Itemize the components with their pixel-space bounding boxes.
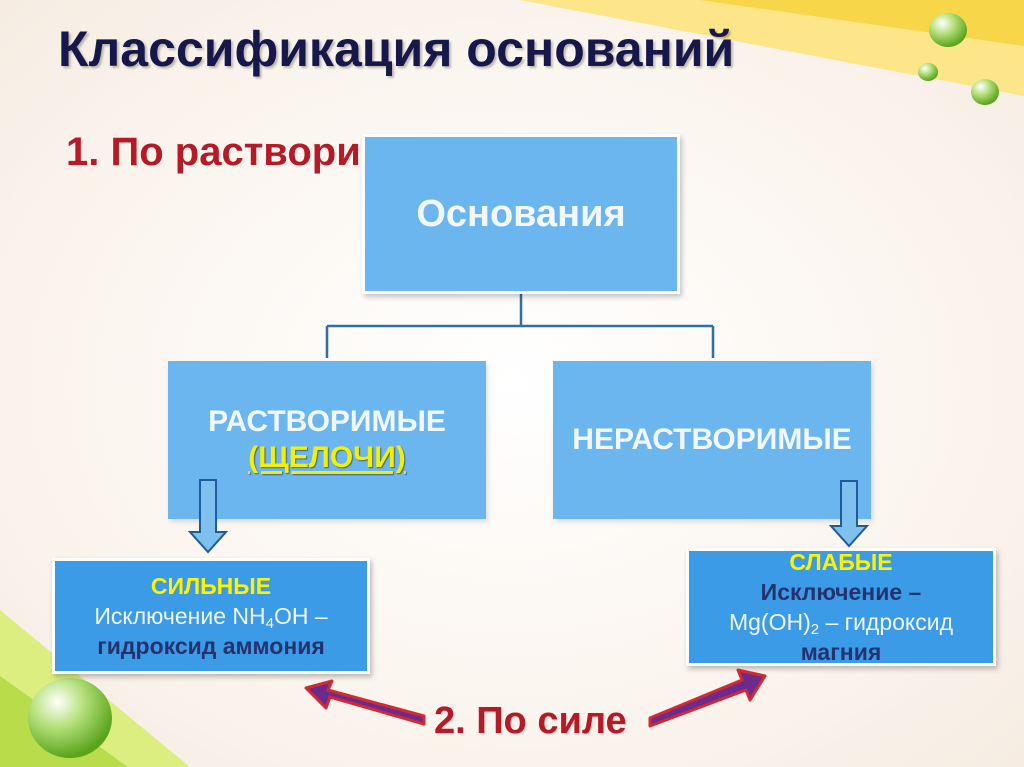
strong-exception-line: Исключение NH4OH – — [94, 601, 327, 631]
arrow-down-icon — [187, 479, 229, 554]
arrow-right-icon — [648, 668, 767, 728]
soluble-bases-box: РАСТВОРИМЫЕ (ЩЕЛОЧИ) — [168, 361, 486, 519]
soluble-label: РАСТВОРИМЫЕ — [208, 405, 446, 438]
water-drop-icon — [971, 79, 999, 105]
strong-bases-box: СИЛЬНЫЕ Исключение NH4OH – гидроксид амм… — [52, 558, 370, 674]
arrow-down-icon — [828, 480, 870, 548]
water-drop-icon — [918, 63, 938, 81]
strong-exception-name: гидроксид аммония — [97, 633, 325, 659]
weak-exception-line: Mg(OH)2 – гидроксид — [729, 607, 953, 637]
water-drop-icon — [28, 678, 112, 758]
classification-by-strength-heading: 2. По силе — [434, 700, 627, 742]
weak-exception-text: Исключение – — [760, 579, 922, 605]
water-drop-icon — [929, 13, 967, 47]
bases-label: Основания — [416, 193, 626, 235]
arrow-left-icon — [304, 679, 426, 726]
strong-exception-text: Исключение NH — [94, 603, 266, 629]
strong-formula-subscript: 4 — [265, 615, 274, 632]
strong-formula-end: OH – — [273, 603, 328, 629]
strong-title: СИЛЬНЫЕ — [150, 573, 272, 599]
weak-bases-box: СЛАБЫЕ Исключение – Mg(OH)2 – гидроксид … — [686, 548, 996, 666]
weak-exception-name: магния — [800, 639, 882, 665]
insoluble-label: НЕРАСТВОРИМЫЕ — [572, 423, 852, 456]
weak-formula-subscript: 2 — [810, 621, 820, 638]
bases-root-box: Основания — [362, 134, 680, 294]
weak-formula-start: Mg(OH) — [728, 609, 811, 635]
weak-title: СЛАБЫЕ — [789, 549, 893, 575]
tree-connector-lines — [325, 294, 715, 358]
alkali-label: (ЩЕЛОЧИ) — [248, 441, 406, 474]
weak-formula-end: – гидроксид — [819, 609, 954, 635]
slide-title: Классификация оснований — [58, 21, 735, 77]
insoluble-bases-box: НЕРАСТВОРИМЫЕ — [553, 361, 871, 519]
